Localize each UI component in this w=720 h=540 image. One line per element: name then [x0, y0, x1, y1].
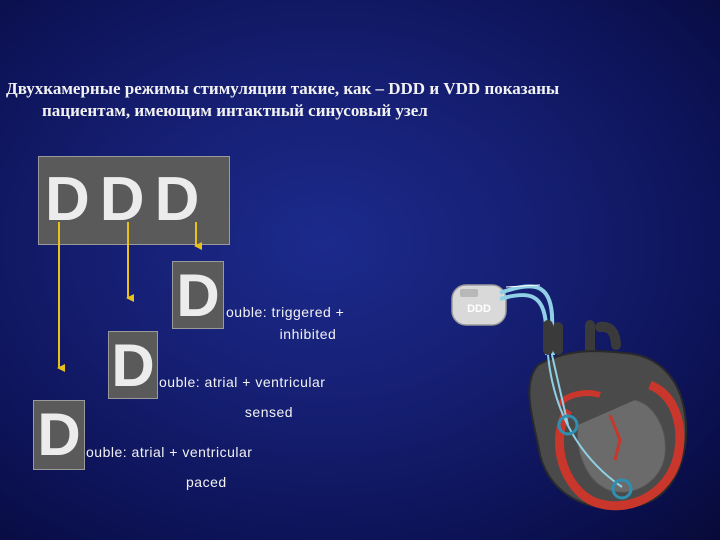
code-letter-1: D: [45, 165, 96, 234]
mode-desc-sensed-text: ouble: atrial + ventricular: [159, 374, 326, 390]
heart-pacemaker-illustration: [451, 284, 688, 511]
pacemaker-label: DDD: [467, 303, 491, 315]
code-letter-2: D: [99, 165, 151, 234]
pacemaker-lead-icon: [499, 284, 555, 356]
mode-desc-response: ouble: triggered + inhibited: [226, 304, 376, 342]
mode-box-paced: D: [33, 400, 85, 470]
atrial-lead-tip-icon: [557, 414, 579, 436]
mode-box-response: D: [172, 261, 224, 329]
mode-desc-response-text: ouble: triggered +: [226, 304, 345, 320]
mode-desc-response-sub: inhibited: [279, 326, 337, 342]
mode-box-sensed: D: [108, 331, 158, 399]
mode-desc-paced-sub: paced: [186, 474, 227, 490]
mode-desc-sensed-sub: sensed: [244, 404, 294, 420]
mode-desc-paced: ouble: atrial + ventricular paced: [86, 444, 296, 490]
headline-line-2: пациентам, имеющим интактный синусовый у…: [42, 101, 428, 120]
pacing-code-box: DDD: [38, 156, 230, 245]
ventricular-lead-tip-icon: [611, 478, 633, 500]
headline: Двухкамерные режимы стимуляции такие, ка…: [6, 78, 706, 122]
headline-line-1: Двухкамерные режимы стимуляции такие, ка…: [6, 79, 560, 98]
code-letter-3: D: [154, 165, 206, 234]
mode-desc-sensed: ouble: atrial + ventricular sensed: [159, 374, 359, 420]
mode-desc-paced-text: ouble: atrial + ventricular: [86, 444, 253, 460]
